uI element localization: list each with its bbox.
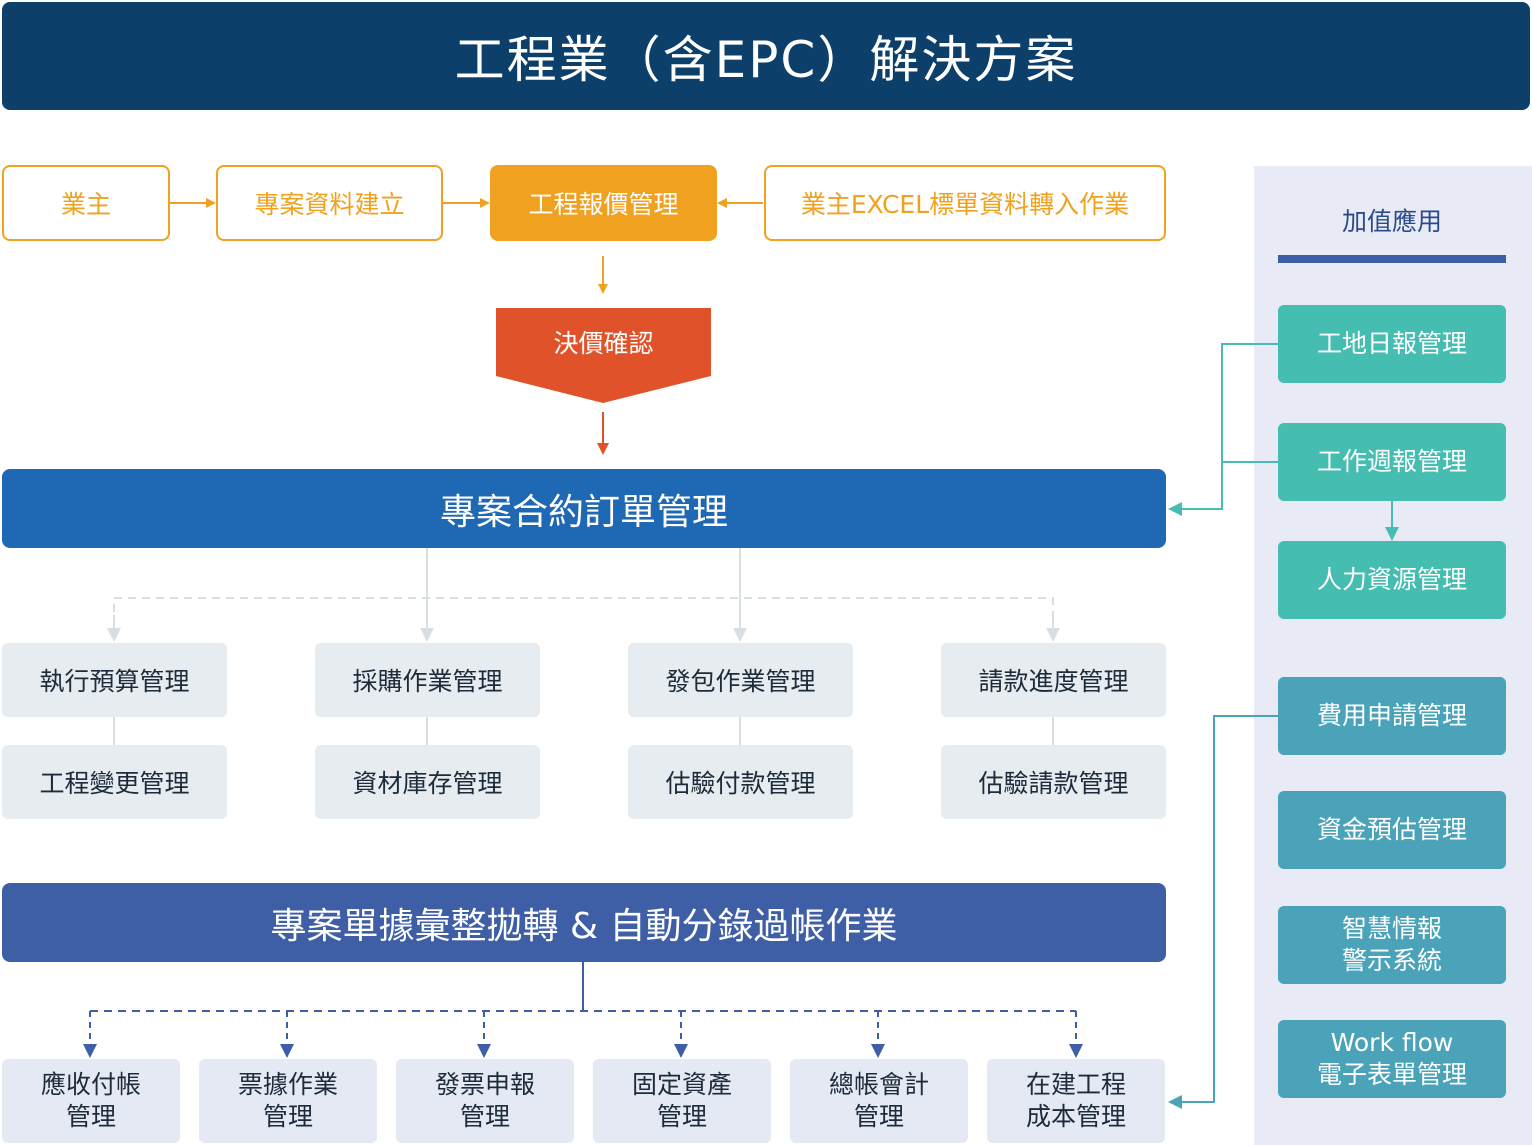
accounting-box[interactable]: 發票申報 管理: [396, 1059, 574, 1143]
accounting-line2: 管理: [262, 1102, 313, 1131]
accounting-box[interactable]: 總帳會計 管理: [790, 1059, 968, 1143]
module-label: 發包作業管理: [665, 667, 816, 696]
value-added-line1: 費用申請管理: [1316, 701, 1467, 730]
value-added-heading-underline: [1278, 255, 1506, 263]
value-added-line1: 人力資源管理: [1316, 565, 1467, 594]
value-added-item[interactable]: Work flow 電子表單管理: [1278, 1020, 1506, 1098]
value-added-line1: Work flow: [1330, 1028, 1454, 1057]
module-label: 採購作業管理: [352, 667, 503, 696]
value-added-item[interactable]: 工地日報管理: [1278, 305, 1506, 383]
value-added-line1: 工地日報管理: [1316, 329, 1467, 358]
module-label: 資材庫存管理: [352, 769, 503, 798]
module-box[interactable]: 發包作業管理: [628, 643, 853, 717]
accounting-box[interactable]: 應收付帳 管理: [2, 1059, 180, 1143]
project-setup-box[interactable]: 專案資料建立: [216, 165, 443, 241]
quotation-label: 工程報價管理: [528, 190, 679, 219]
excel-import-label: 業主EXCEL標單資料轉入作業: [800, 190, 1130, 219]
module-box[interactable]: 估驗請款管理: [941, 745, 1166, 819]
value-added-line2: 電子表單管理: [1316, 1060, 1467, 1089]
accounting-line2: 管理: [65, 1102, 116, 1131]
value-added-heading: 加值應用: [1341, 207, 1442, 236]
module-label: 請款進度管理: [978, 667, 1129, 696]
contract-bar[interactable]: 專案合約訂單管理: [2, 469, 1166, 548]
decision-shape: [496, 308, 711, 403]
decision-label: 決價確認: [553, 329, 654, 358]
project-setup-label: 專案資料建立: [254, 190, 405, 219]
accounting-box[interactable]: 票據作業 管理: [199, 1059, 377, 1143]
owner-box[interactable]: 業主: [2, 165, 170, 241]
module-box[interactable]: 請款進度管理: [941, 643, 1166, 717]
value-added-line1: 資金預估管理: [1316, 815, 1467, 844]
value-added-line2: 警示系統: [1341, 946, 1442, 975]
value-added-line1: 智慧情報: [1341, 914, 1442, 943]
accounting-line1: 固定資產: [631, 1070, 732, 1099]
quotation-box[interactable]: 工程報價管理: [490, 165, 717, 241]
accounting-line1: 總帳會計: [828, 1070, 929, 1099]
page-title: 工程業（含EPC）解決方案: [2, 2, 1530, 110]
module-box[interactable]: 執行預算管理: [2, 643, 227, 717]
value-added-item[interactable]: 資金預估管理: [1278, 791, 1506, 869]
value-added-line1: 工作週報管理: [1316, 447, 1467, 476]
posting-bar[interactable]: 專案單據彙整拋轉 & 自動分錄過帳作業: [2, 883, 1166, 962]
value-added-item[interactable]: 費用申請管理: [1278, 677, 1506, 755]
posting-bar-label: 專案單據彙整拋轉 & 自動分錄過帳作業: [270, 905, 898, 947]
accounting-line2: 管理: [656, 1102, 707, 1131]
accounting-line2: 成本管理: [1025, 1102, 1126, 1131]
accounting-line1: 發票申報: [434, 1070, 535, 1099]
module-box[interactable]: 工程變更管理: [2, 745, 227, 819]
owner-label: 業主: [60, 190, 111, 219]
accounting-line1: 票據作業: [237, 1070, 338, 1099]
accounting-line2: 管理: [853, 1102, 904, 1131]
module-label: 工程變更管理: [39, 769, 190, 798]
module-label: 執行預算管理: [39, 667, 190, 696]
value-added-item[interactable]: 人力資源管理: [1278, 541, 1506, 619]
module-box[interactable]: 估驗付款管理: [628, 745, 853, 819]
accounting-box[interactable]: 在建工程 成本管理: [987, 1059, 1165, 1143]
accounting-line1: 在建工程: [1025, 1070, 1126, 1099]
module-label: 估驗請款管理: [978, 769, 1129, 798]
value-added-item[interactable]: 智慧情報 警示系統: [1278, 906, 1506, 984]
contract-bar-label: 專案合約訂單管理: [439, 491, 728, 533]
page-title-text: 工程業（含EPC）解決方案: [454, 31, 1078, 89]
accounting-line2: 管理: [459, 1102, 510, 1131]
module-box[interactable]: 資材庫存管理: [315, 745, 540, 819]
module-label: 估驗付款管理: [665, 769, 816, 798]
accounting-box[interactable]: 固定資產 管理: [593, 1059, 771, 1143]
excel-import-box[interactable]: 業主EXCEL標單資料轉入作業: [764, 165, 1166, 241]
accounting-line1: 應收付帳: [40, 1070, 141, 1099]
value-added-item[interactable]: 工作週報管理: [1278, 423, 1506, 501]
module-box[interactable]: 採購作業管理: [315, 643, 540, 717]
